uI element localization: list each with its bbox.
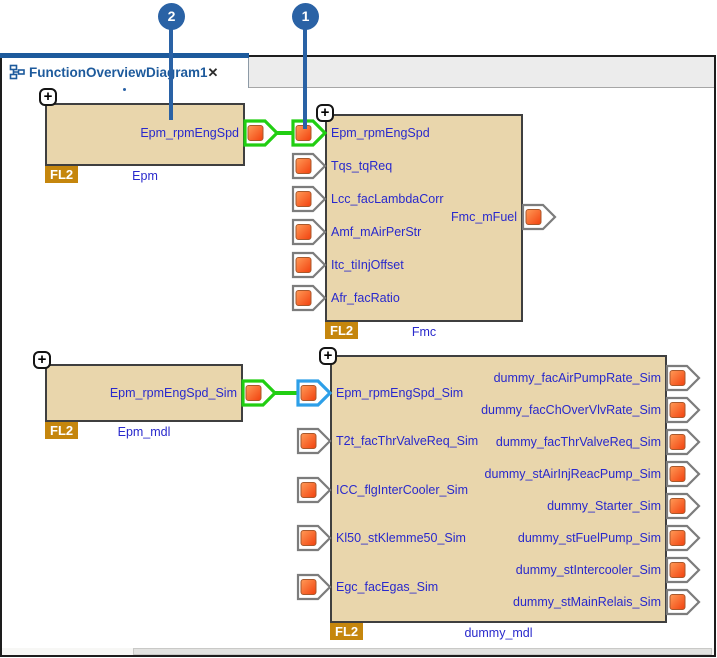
port-square — [669, 530, 686, 546]
port-square — [295, 158, 312, 174]
output-port-label: dummy_facThrValveReq_Sim — [495, 435, 661, 449]
output-port[interactable] — [241, 378, 277, 408]
input-port[interactable] — [296, 426, 332, 456]
input-port[interactable] — [291, 250, 327, 280]
function-block-Epm_mdl[interactable] — [45, 364, 243, 422]
function-block-dummy_mdl[interactable] — [330, 355, 667, 623]
input-port[interactable] — [296, 475, 332, 505]
port-square — [295, 257, 312, 273]
block-name-label: Epm — [132, 169, 158, 183]
input-port[interactable] — [291, 151, 327, 181]
function-block-Epm[interactable] — [45, 103, 245, 166]
tab-function-overview-diagram[interactable] — [2, 57, 249, 88]
output-port-label: dummy_stFuelPump_Sim — [517, 531, 661, 545]
output-port[interactable] — [665, 491, 701, 521]
horizontal-scrollbar-thumb[interactable] — [133, 648, 712, 655]
input-port-label: Kl50_stKlemme50_Sim — [336, 531, 466, 545]
connection-line[interactable] — [270, 391, 300, 395]
fl2-badge: FL2 — [325, 322, 359, 339]
output-port[interactable] — [665, 427, 701, 457]
input-port[interactable] — [291, 283, 327, 313]
port-square — [669, 466, 686, 482]
output-port[interactable] — [665, 363, 701, 393]
port-square — [295, 224, 312, 240]
input-port-label: Lcc_facLambdaCorr — [331, 192, 444, 206]
port-square — [669, 562, 686, 578]
output-port-label: dummy_Starter_Sim — [547, 499, 661, 513]
active-tab-accent-bar — [0, 53, 249, 58]
output-port-label: Epm_rpmEngSpd_Sim — [109, 386, 237, 400]
port-square — [247, 125, 264, 141]
input-port[interactable] — [296, 378, 332, 408]
expand-plus-button[interactable]: + — [319, 347, 337, 365]
block-name-label: Epm_mdl — [117, 425, 171, 439]
port-square — [295, 191, 312, 207]
fl2-badge: FL2 — [45, 422, 79, 439]
output-port[interactable] — [665, 523, 701, 553]
output-port[interactable] — [665, 395, 701, 425]
port-square — [669, 402, 686, 418]
input-port-label: ICC_flgInterCooler_Sim — [336, 483, 468, 497]
port-square — [300, 482, 317, 498]
port-square — [525, 209, 542, 225]
input-port-label: Itc_tiInjOffset — [331, 258, 404, 272]
output-port[interactable] — [521, 202, 557, 232]
input-port[interactable] — [291, 184, 327, 214]
port-square — [669, 594, 686, 610]
block-name-label: Fmc — [411, 325, 437, 339]
input-port-label: Egc_facEgas_Sim — [336, 580, 439, 594]
port-square — [300, 433, 317, 449]
output-port[interactable] — [665, 459, 701, 489]
output-port-label: Fmc_mFuel — [451, 210, 517, 224]
stray-connector-dot — [123, 88, 126, 91]
input-port[interactable] — [296, 572, 332, 602]
output-port[interactable] — [665, 555, 701, 585]
port-square — [295, 290, 312, 306]
output-port-label: dummy_facChOverVlvRate_Sim — [481, 403, 661, 417]
expand-plus-button[interactable]: + — [316, 104, 334, 122]
output-port[interactable] — [243, 118, 279, 148]
port-square — [669, 498, 686, 514]
input-port-label: Amf_mAirPerStr — [331, 225, 422, 239]
output-port-label: dummy_stAirInjReacPump_Sim — [484, 467, 661, 481]
port-square — [669, 370, 686, 386]
port-square — [300, 530, 317, 546]
port-square — [300, 579, 317, 595]
output-port-label: dummy_facAirPumpRate_Sim — [493, 371, 661, 385]
port-square — [669, 434, 686, 450]
function-block-Fmc[interactable] — [325, 114, 523, 322]
input-port-label: T2t_facThrValveReq_Sim — [336, 434, 479, 448]
callout-balloon-2: 2 — [158, 3, 185, 30]
port-square — [300, 385, 317, 401]
input-port[interactable] — [291, 118, 327, 148]
tab-strip — [249, 57, 714, 88]
block-name-label: dummy_mdl — [464, 626, 533, 640]
expand-plus-button[interactable]: + — [33, 351, 51, 369]
connection-line[interactable] — [271, 131, 297, 135]
output-port-label: dummy_stIntercooler_Sim — [515, 563, 661, 577]
output-port-label: Epm_rpmEngSpd — [140, 126, 239, 140]
input-port[interactable] — [291, 217, 327, 247]
fl2-badge: FL2 — [330, 623, 364, 640]
tab-title: FunctionOverviewDiagram1 — [29, 65, 208, 80]
callout-stem — [169, 27, 173, 120]
tab-close-icon[interactable]: ✕ — [207, 65, 219, 80]
output-port-label: dummy_stMainRelais_Sim — [513, 595, 661, 609]
input-port[interactable] — [296, 523, 332, 553]
input-port-label: Afr_facRatio — [331, 291, 400, 305]
callout-balloon-1: 1 — [292, 3, 319, 30]
diagram-icon — [9, 64, 25, 80]
callout-stem — [303, 27, 307, 129]
output-port[interactable] — [665, 587, 701, 617]
fl2-badge: FL2 — [45, 166, 79, 183]
input-port-label: Epm_rpmEngSpd_Sim — [336, 386, 464, 400]
port-square — [245, 385, 262, 401]
input-port-label: Tqs_tqReq — [331, 159, 393, 173]
input-port-label: Epm_rpmEngSpd — [331, 126, 430, 140]
expand-plus-button[interactable]: + — [39, 88, 57, 106]
